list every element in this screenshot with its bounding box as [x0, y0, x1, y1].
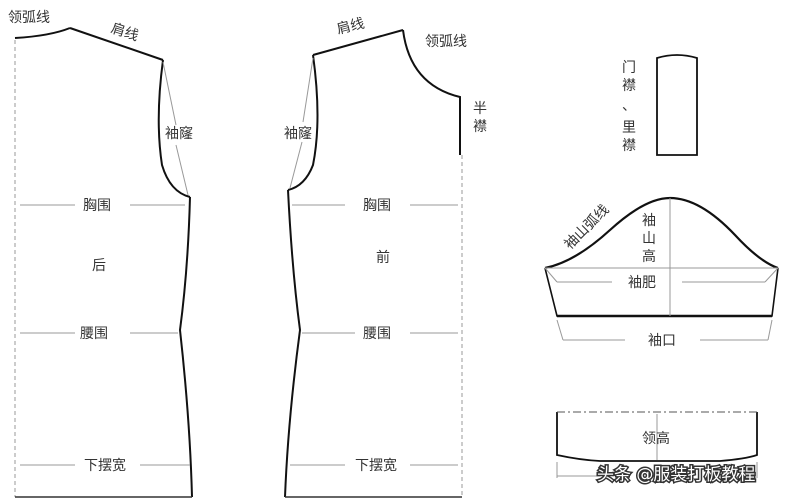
sleeve-cap-curve-label: 袖山弧线: [562, 202, 613, 253]
cuff-label: 袖口: [648, 333, 676, 349]
placket-label-3: 、: [622, 98, 636, 114]
front-armhole-label: 袖窿: [284, 126, 312, 142]
cap-height-label-1: 袖: [642, 213, 656, 229]
back-neckline: [14, 27, 71, 39]
sleeve-sides: [544, 267, 779, 317]
placket-label-5: 襟: [622, 138, 636, 154]
half-placket-label-2: 襟: [473, 119, 487, 135]
front-neckline: [402, 29, 461, 155]
placket-label-2: 襟: [622, 78, 636, 94]
front-waist-label: 腰围: [363, 326, 391, 342]
collar-height-label: 领高: [642, 430, 670, 447]
front-chest-label: 胸围: [363, 198, 391, 214]
front-hem-label: 下摆宽: [355, 457, 397, 474]
front-side-seam: [284, 189, 302, 498]
placket-piece: [656, 54, 698, 156]
back-side-seam: [178, 196, 193, 498]
back-neckline-label: 领弧线: [8, 10, 50, 26]
cap-height-label-2: 山: [642, 231, 656, 247]
placket-label-1: 门: [622, 60, 636, 76]
back-armhole: [157, 59, 191, 198]
back-armhole-label: 袖窿: [165, 126, 193, 142]
placket-label-4: 里: [622, 120, 636, 136]
back-shoulder-line: [69, 27, 164, 61]
front-shoulder-line: [312, 29, 404, 56]
back-waist-label: 腰围: [80, 326, 108, 342]
front-piece-label: 前: [376, 249, 390, 266]
front-shoulder-label: 肩线: [335, 16, 366, 38]
watermark: 头条 @服装打板教程: [597, 465, 755, 485]
collar-piece: [556, 412, 758, 462]
bicep-label: 袖肥: [628, 275, 656, 291]
back-shoulder-label: 肩线: [109, 21, 141, 45]
half-placket-label-1: 半: [473, 101, 487, 117]
back-hem-label: 下摆宽: [84, 457, 126, 474]
back-piece-label: 后: [92, 258, 106, 274]
front-neckline-label: 领弧线: [425, 34, 467, 50]
cap-height-label-3: 高: [642, 248, 656, 265]
back-chest-label: 胸围: [83, 198, 111, 214]
front-armhole: [287, 54, 319, 191]
